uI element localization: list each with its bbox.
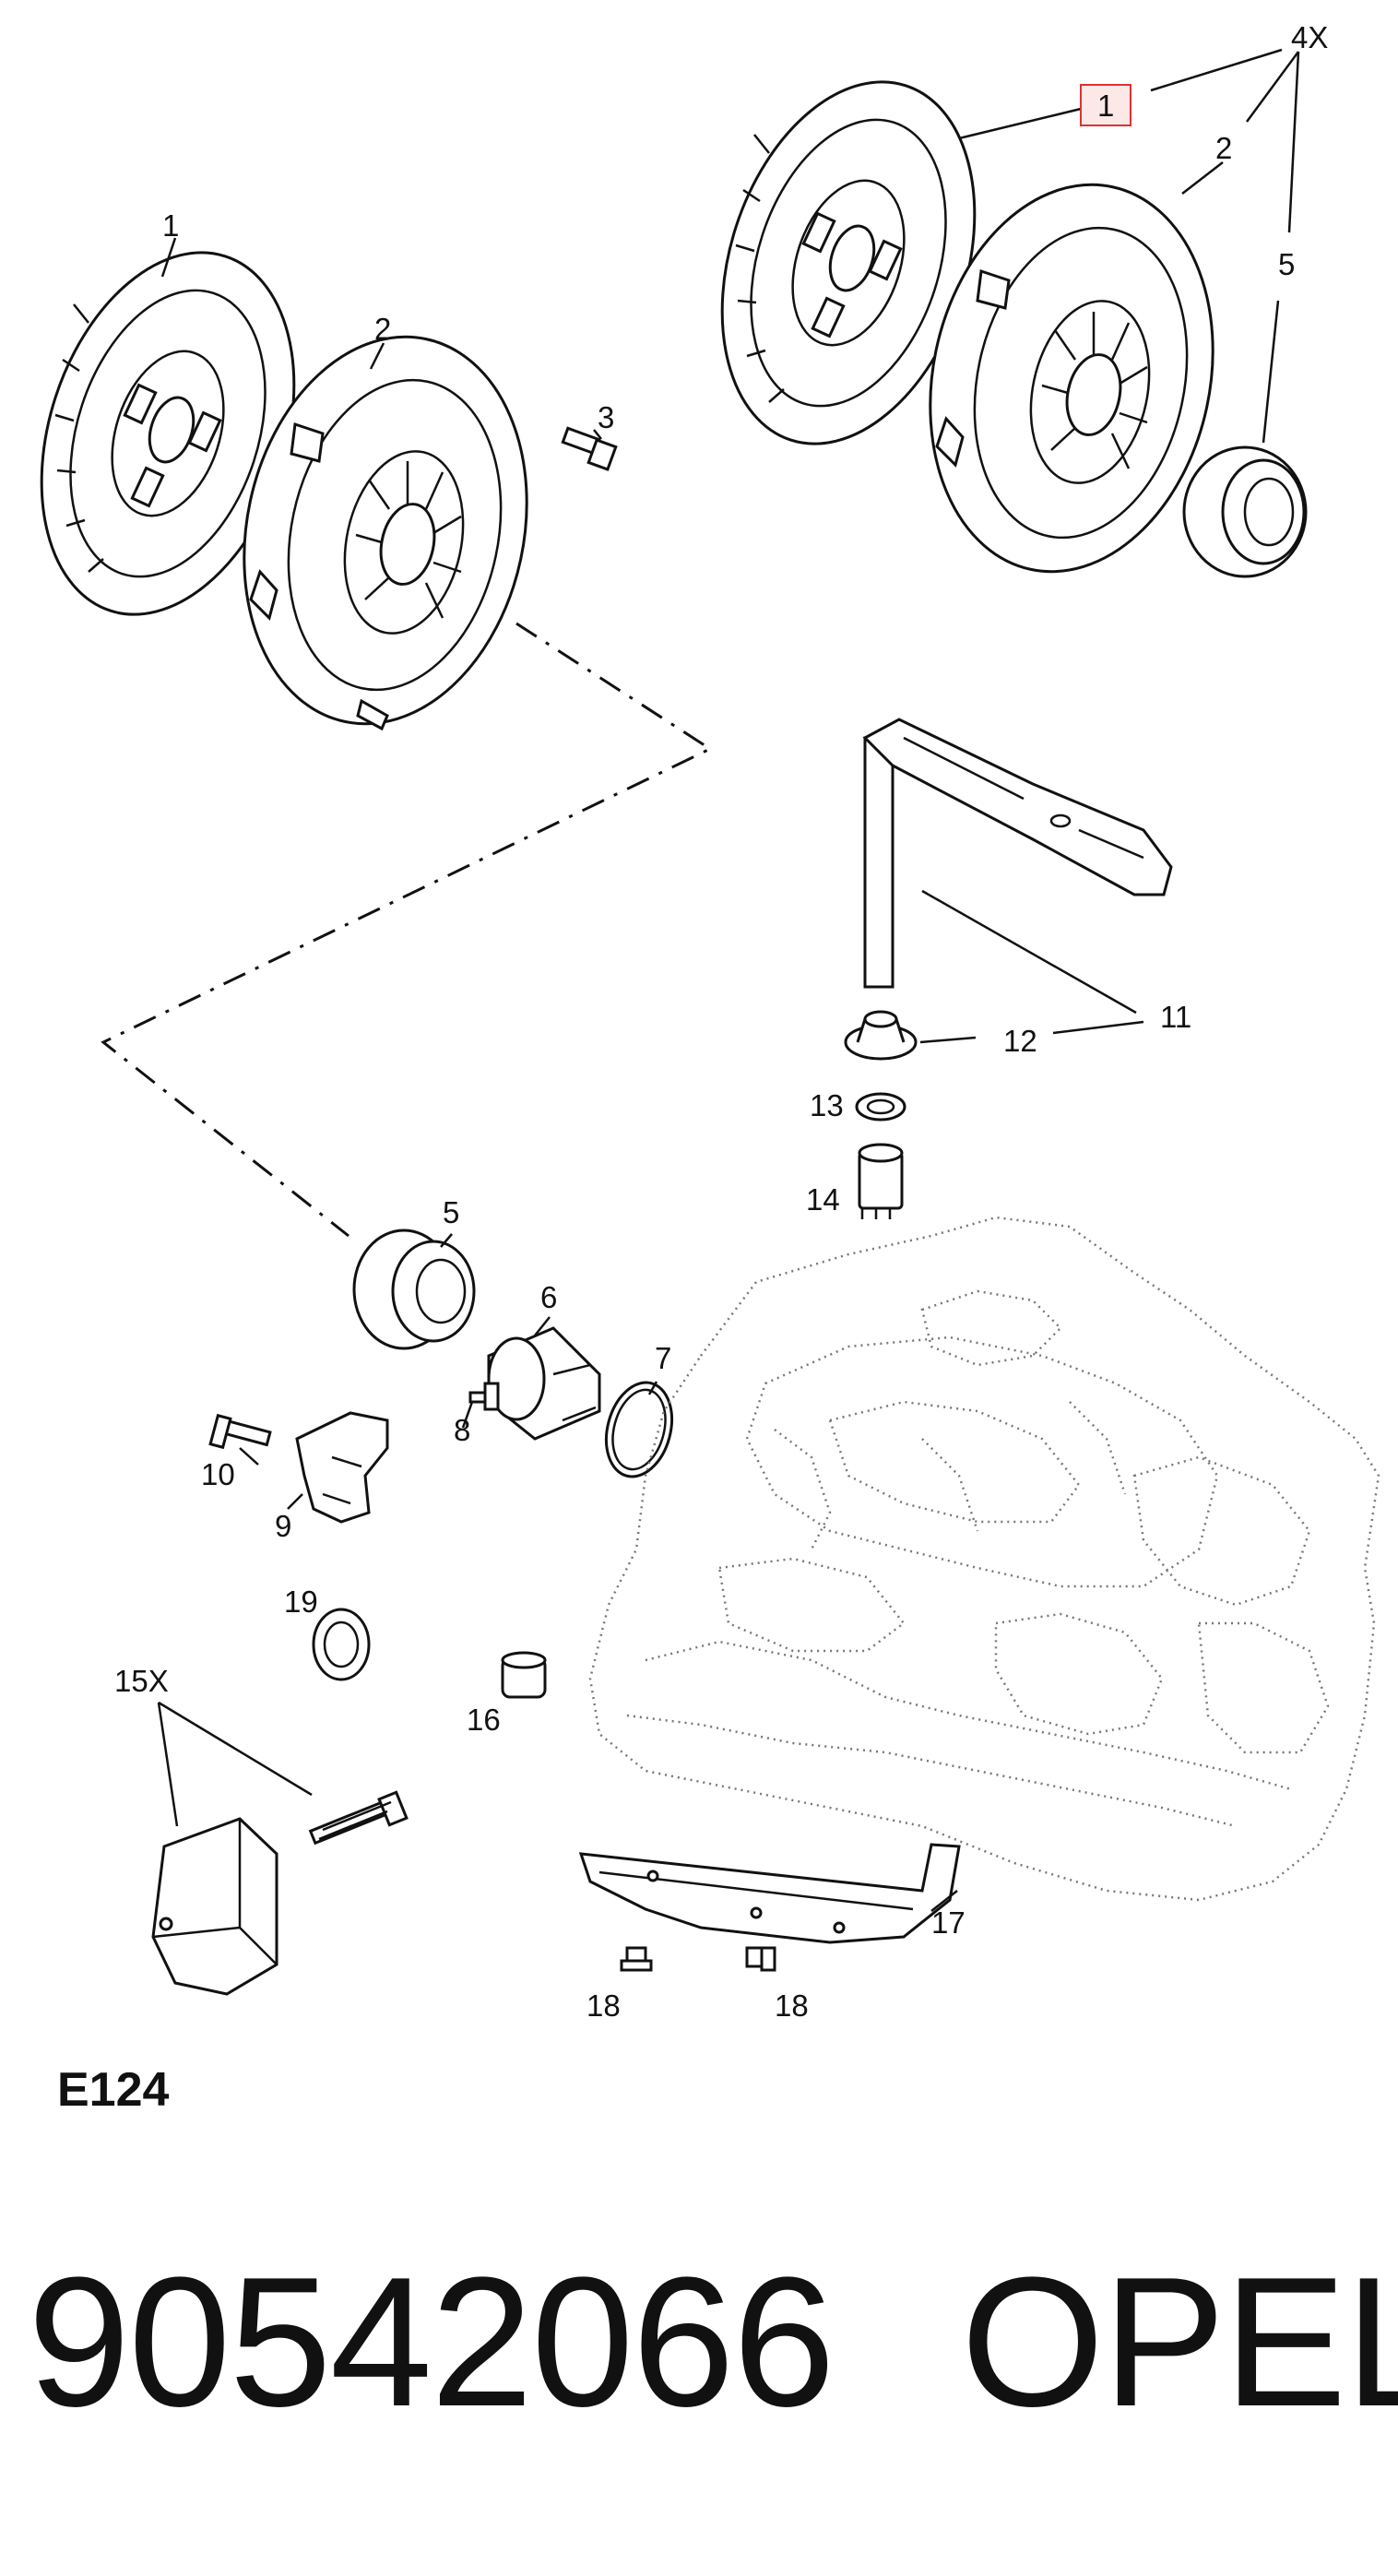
- callout-18b: 18: [775, 1988, 809, 2023]
- callout-6: 6: [540, 1280, 557, 1314]
- bush-16: [501, 1651, 547, 1699]
- callout-19: 19: [284, 1585, 318, 1619]
- dust-cover-17: [578, 1843, 961, 1944]
- callout-15x: 15X: [114, 1664, 169, 1698]
- callout-11: 11: [1160, 1000, 1191, 1034]
- callout-1-highlight: [1080, 84, 1131, 126]
- callout-7: 7: [655, 1341, 671, 1375]
- callout-10: 10: [201, 1457, 235, 1491]
- diagram-code: E124: [57, 2063, 170, 2117]
- bolt-18b: [745, 1946, 776, 1972]
- guide-sleeve-6: [487, 1326, 601, 1441]
- callout-8: 8: [454, 1413, 470, 1447]
- clutch-disc-right: [720, 80, 977, 445]
- screw-8: [468, 1382, 500, 1411]
- bushing-14: [858, 1143, 904, 1219]
- bolt-10: [208, 1413, 272, 1450]
- alignment-line: [101, 622, 714, 1238]
- cover-15: [151, 1817, 278, 1996]
- clutch-disc-left: [40, 251, 296, 616]
- callout-14: 14: [806, 1182, 840, 1217]
- callout-1-right: 1: [1097, 89, 1114, 123]
- callout-17: 17: [931, 1905, 966, 1940]
- release-fork-9: [295, 1411, 389, 1524]
- callout-9: 9: [275, 1509, 291, 1543]
- callout-5-mid: 5: [443, 1195, 459, 1229]
- pressure-plate-left: [243, 335, 528, 731]
- callout-13: 13: [810, 1088, 844, 1122]
- callout-4x: 4X: [1291, 20, 1328, 54]
- shaft-bushing-12: [844, 1010, 918, 1061]
- callout-1-left: 1: [162, 208, 179, 243]
- callout-18a: 18: [586, 1988, 621, 2023]
- callout-12: 12: [1003, 1024, 1037, 1058]
- callout-2-left: 2: [374, 312, 391, 346]
- release-bearing-mid: [352, 1229, 476, 1350]
- seal-19: [312, 1608, 371, 1681]
- pressure-plate-right: [929, 183, 1214, 574]
- release-bearing-top: [1182, 445, 1308, 578]
- bolt-18a: [620, 1946, 653, 1972]
- bolt-15: [308, 1790, 409, 1846]
- brand-name: OPEL: [961, 2239, 1398, 2445]
- release-fork-shaft: [862, 718, 1173, 989]
- seal-ring-13: [855, 1092, 906, 1122]
- leader-lines: [157, 48, 1300, 1912]
- callout-16: 16: [467, 1703, 501, 1737]
- callout-3: 3: [598, 400, 614, 434]
- callout-2-right: 2: [1215, 131, 1232, 165]
- gearbox-housing-outline: [588, 1216, 1380, 1902]
- bolt-3: [561, 426, 618, 471]
- callout-5-top: 5: [1278, 247, 1295, 281]
- part-number: 90542066: [28, 2239, 835, 2445]
